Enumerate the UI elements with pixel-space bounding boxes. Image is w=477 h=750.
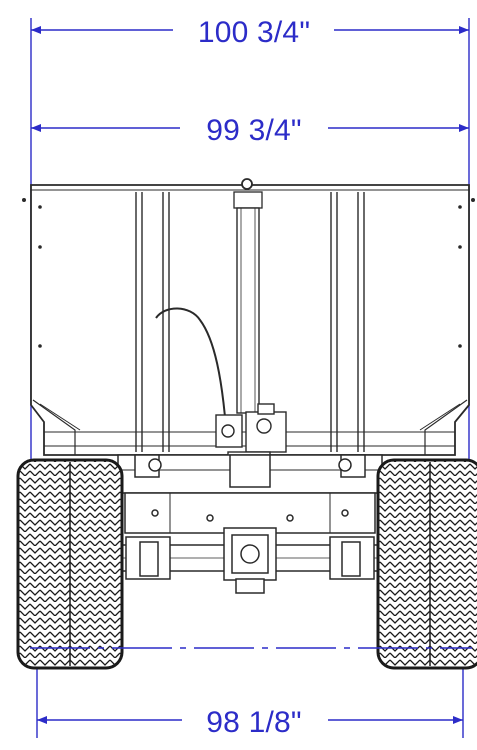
tire-left bbox=[16, 458, 124, 670]
hydraulic-hose bbox=[155, 307, 227, 429]
dimension-overall-width: 100 3/4" bbox=[31, 16, 469, 49]
overall-width-label: 100 3/4" bbox=[198, 16, 310, 49]
dimension-body-width: 99 3/4" bbox=[31, 114, 469, 147]
rivets bbox=[22, 198, 475, 348]
dimension-track-width: 98 1/8" bbox=[37, 706, 463, 739]
trailer-body bbox=[22, 178, 475, 487]
tire-right bbox=[376, 458, 477, 670]
chassis bbox=[117, 454, 383, 534]
axle bbox=[119, 527, 381, 594]
hydraulic-cylinder bbox=[233, 178, 263, 414]
body-posts bbox=[135, 192, 365, 452]
track-width-label: 98 1/8" bbox=[206, 706, 301, 739]
body-width-label: 99 3/4" bbox=[206, 114, 301, 147]
